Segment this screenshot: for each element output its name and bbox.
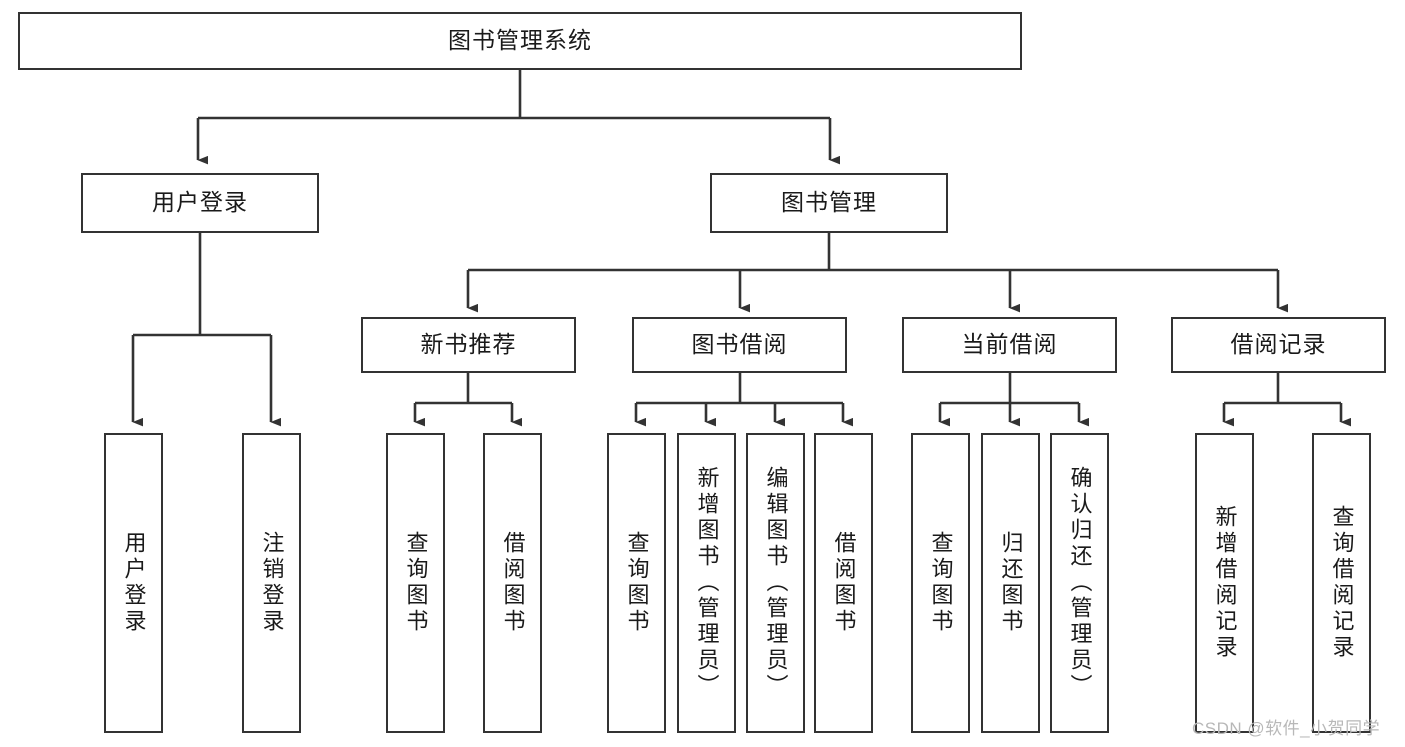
node-label: 新书推荐 <box>420 331 517 358</box>
node-book-management[interactable]: 图书管理 <box>710 173 948 233</box>
node-label: 查询图书 <box>403 531 429 635</box>
node-label: 新增借阅记录 <box>1212 505 1238 661</box>
node-label: 查询借阅记录 <box>1329 505 1355 661</box>
leaf-user-login-logout[interactable]: 注销登录 <box>242 433 301 733</box>
leaf-current-confirm-return[interactable]: 确认归还（管理员） <box>1050 433 1109 733</box>
leaf-borrow-edit-book[interactable]: 编辑图书（管理员） <box>746 433 805 733</box>
leaf-borrow-add-book[interactable]: 新增图书（管理员） <box>677 433 736 733</box>
node-label: 图书管理 <box>781 189 877 216</box>
leaf-new-book-borrow[interactable]: 借阅图书 <box>483 433 542 733</box>
node-label: 借阅图书 <box>500 531 526 635</box>
leaf-borrow-query-book[interactable]: 查询图书 <box>607 433 666 733</box>
node-label: 编辑图书（管理员） <box>763 466 789 700</box>
node-label: 确认归还（管理员） <box>1067 466 1093 700</box>
node-current-borrow[interactable]: 当前借阅 <box>902 317 1117 373</box>
leaf-current-query-book[interactable]: 查询图书 <box>911 433 970 733</box>
node-label: 用户登录 <box>152 189 248 216</box>
node-borrow-record[interactable]: 借阅记录 <box>1171 317 1386 373</box>
node-label: 当前借阅 <box>961 331 1058 358</box>
node-user-login[interactable]: 用户登录 <box>81 173 319 233</box>
node-label: 借阅记录 <box>1230 331 1327 358</box>
node-label: 注销登录 <box>259 531 285 635</box>
leaf-record-query[interactable]: 查询借阅记录 <box>1312 433 1371 733</box>
leaf-borrow-borrow-book[interactable]: 借阅图书 <box>814 433 873 733</box>
node-label: 图书借阅 <box>691 331 788 358</box>
node-new-book-recommend[interactable]: 新书推荐 <box>361 317 576 373</box>
node-label: 图书管理系统 <box>448 27 592 54</box>
node-root-system[interactable]: 图书管理系统 <box>18 12 1022 70</box>
leaf-new-book-query[interactable]: 查询图书 <box>386 433 445 733</box>
node-label: 归还图书 <box>998 531 1024 635</box>
leaf-record-add[interactable]: 新增借阅记录 <box>1195 433 1254 733</box>
leaf-user-login-login[interactable]: 用户登录 <box>104 433 163 733</box>
node-label: 新增图书（管理员） <box>694 466 720 700</box>
node-label: 用户登录 <box>121 531 147 635</box>
node-label: 借阅图书 <box>831 531 857 635</box>
node-book-borrow[interactable]: 图书借阅 <box>632 317 847 373</box>
node-label: 查询图书 <box>624 531 650 635</box>
watermark-csdn: CSDN @软件_小贺同学 <box>1192 719 1381 738</box>
node-label: 查询图书 <box>928 531 954 635</box>
leaf-current-return-book[interactable]: 归还图书 <box>981 433 1040 733</box>
